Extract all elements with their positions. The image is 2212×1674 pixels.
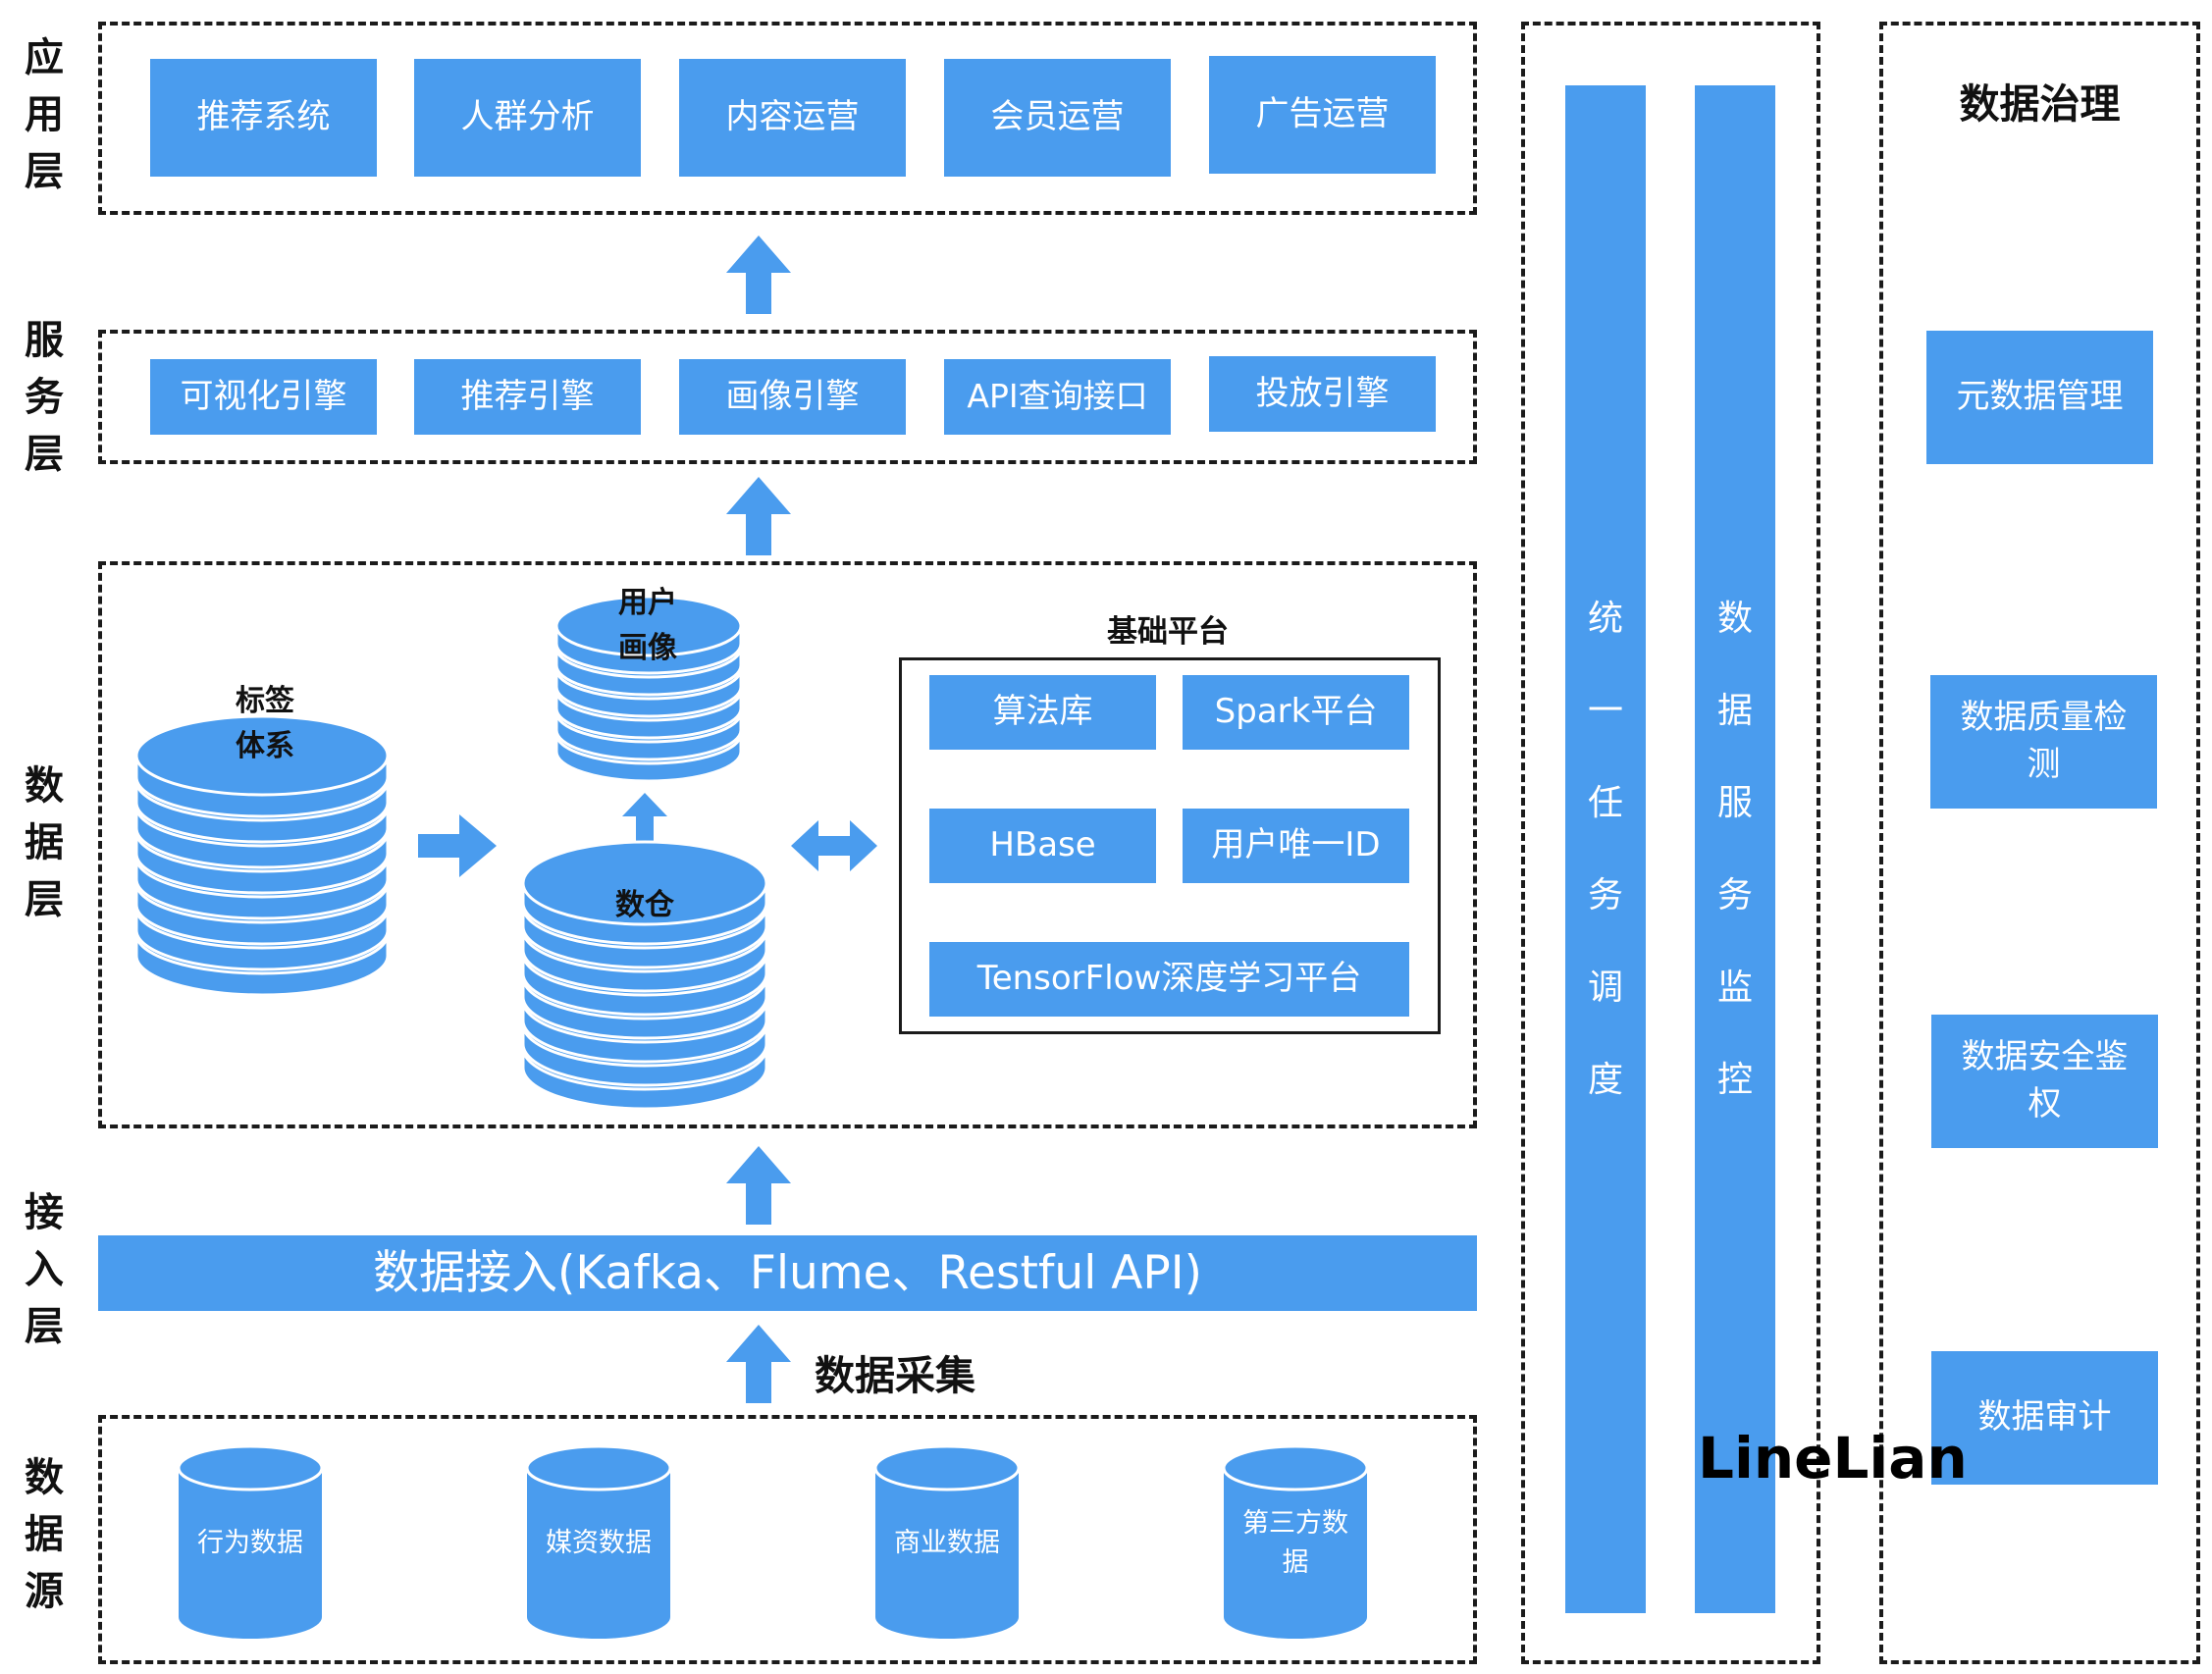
source-media-label: 媒资数据 bbox=[546, 1528, 652, 1558]
governance-metadata-management: 元数据管理 bbox=[1926, 331, 2153, 464]
layer-label-data: 数据层 bbox=[20, 758, 69, 928]
governance-frame bbox=[1879, 22, 2200, 1664]
scheduler-char: 统 bbox=[1587, 598, 1623, 639]
arrow-up-icon bbox=[726, 1146, 791, 1225]
app-box-member-ops: 会员运营 bbox=[944, 59, 1171, 177]
unified-task-scheduler-bar: 统 一 任 务 调 度 bbox=[1565, 85, 1646, 1613]
scheduler-char: 一 bbox=[1587, 690, 1623, 731]
layer-label-data-text: 数据层 bbox=[25, 763, 64, 922]
platform-box-unique-id: 用户唯一ID bbox=[1183, 809, 1409, 883]
double-arrow-icon bbox=[791, 820, 877, 871]
scheduler-char: 任 bbox=[1587, 782, 1623, 823]
source-behavior-label: 行为数据 bbox=[197, 1528, 303, 1558]
scheduler-char: 务 bbox=[1587, 874, 1623, 915]
tag-system-label-line2: 体系 bbox=[236, 729, 294, 763]
user-profile-label-line2: 画像 bbox=[618, 631, 677, 665]
collect-label: 数据采集 bbox=[815, 1352, 975, 1399]
source-business-label: 商业数据 bbox=[894, 1528, 1000, 1558]
data-layer-frame bbox=[98, 561, 1477, 1128]
layer-label-service: 服务层 bbox=[20, 312, 69, 483]
governance-item-text: 数据审计 bbox=[1977, 1397, 2112, 1438]
layer-label-source-text: 数据源 bbox=[25, 1455, 64, 1614]
tag-system-label-line1: 标签 bbox=[236, 684, 294, 718]
monitor-char: 监 bbox=[1716, 967, 1753, 1008]
governance-title: 数据治理 bbox=[1959, 80, 2121, 128]
database-stack-icon bbox=[134, 714, 390, 997]
user-profile-label: 用户 画像 bbox=[550, 581, 746, 671]
governance-audit: 数据审计 bbox=[1931, 1351, 2158, 1485]
layer-label-service-text: 服务层 bbox=[25, 318, 64, 477]
source-layer-frame bbox=[98, 1415, 1477, 1664]
layer-label-app: 应用层 bbox=[20, 29, 69, 200]
monitor-char: 控 bbox=[1716, 1059, 1753, 1100]
arrow-up-icon bbox=[622, 793, 667, 842]
source-third-party-line1: 第三方数 bbox=[1242, 1508, 1348, 1539]
layer-label-app-text: 应用层 bbox=[25, 35, 64, 194]
service-box-delivery-engine: 投放引擎 bbox=[1209, 356, 1436, 432]
cylinder-icon bbox=[1222, 1444, 1369, 1639]
cylinder-icon bbox=[525, 1444, 672, 1639]
watermark-text: LineLian bbox=[1698, 1425, 1968, 1491]
governance-item-text: 数据安全鉴 bbox=[1961, 1037, 2129, 1077]
database-stack-icon bbox=[554, 595, 743, 783]
source-third-party-label: 第三方数 据 bbox=[1222, 1504, 1369, 1583]
arrow-up-icon bbox=[726, 477, 791, 555]
app-box-recommend-system: 推荐系统 bbox=[150, 59, 377, 177]
scheduler-char: 度 bbox=[1587, 1059, 1623, 1100]
app-layer-frame bbox=[98, 22, 1477, 215]
governance-item-text: 数据质量检 bbox=[1960, 698, 2128, 738]
monitor-char: 据 bbox=[1716, 690, 1753, 731]
governance-item-text: 测 bbox=[2027, 745, 2061, 784]
platform-box-spark: Spark平台 bbox=[1183, 675, 1409, 750]
service-box-api-query: API查询接口 bbox=[944, 359, 1171, 435]
scheduler-char: 调 bbox=[1587, 967, 1623, 1008]
platform-title: 基础平台 bbox=[1107, 614, 1229, 650]
app-box-crowd-analysis: 人群分析 bbox=[414, 59, 641, 177]
monitor-char: 务 bbox=[1716, 874, 1753, 915]
service-layer-frame bbox=[98, 330, 1477, 464]
service-box-recommend-engine: 推荐引擎 bbox=[414, 359, 641, 435]
service-box-visualization-engine: 可视化引擎 bbox=[150, 359, 377, 435]
monitor-char: 数 bbox=[1716, 598, 1753, 639]
app-box-content-ops: 内容运营 bbox=[679, 59, 906, 177]
cylinder-icon bbox=[873, 1444, 1021, 1639]
service-box-profile-engine: 画像引擎 bbox=[679, 359, 906, 435]
database-stack-icon bbox=[521, 840, 768, 1111]
arrow-right-icon bbox=[418, 814, 497, 877]
platform-frame bbox=[899, 657, 1441, 1034]
cylinder-icon bbox=[177, 1444, 324, 1639]
monitor-char: 服 bbox=[1716, 782, 1753, 823]
governance-item-text: 权 bbox=[2028, 1084, 2062, 1124]
arrow-up-icon bbox=[726, 235, 791, 314]
user-profile-label-line1: 用户 bbox=[618, 586, 677, 620]
layer-label-ingest: 接入层 bbox=[20, 1184, 69, 1355]
layer-label-ingest-text: 接入层 bbox=[25, 1190, 64, 1349]
app-box-ad-ops: 广告运营 bbox=[1209, 56, 1436, 174]
platform-box-algorithm-lib: 算法库 bbox=[929, 675, 1156, 750]
arrow-up-icon bbox=[726, 1325, 791, 1403]
ingest-bar: 数据接入(Kafka、Flume、Restful API) bbox=[98, 1235, 1477, 1311]
governance-quality-check: 数据质量检 测 bbox=[1930, 675, 2157, 809]
source-third-party-line2: 据 bbox=[1282, 1547, 1309, 1578]
middle-column-frame bbox=[1521, 22, 1820, 1664]
tag-system-label: 标签 体系 bbox=[167, 679, 363, 769]
platform-box-tensorflow: TensorFlow深度学习平台 bbox=[929, 942, 1409, 1017]
warehouse-label: 数仓 bbox=[615, 888, 674, 922]
governance-security-auth: 数据安全鉴 权 bbox=[1931, 1015, 2158, 1148]
data-service-monitor-bar: 数 据 服 务 监 控 bbox=[1695, 85, 1775, 1613]
platform-box-hbase: HBase bbox=[929, 809, 1156, 883]
governance-item-text: 元数据管理 bbox=[1956, 377, 2124, 417]
layer-label-source: 数据源 bbox=[20, 1449, 69, 1620]
